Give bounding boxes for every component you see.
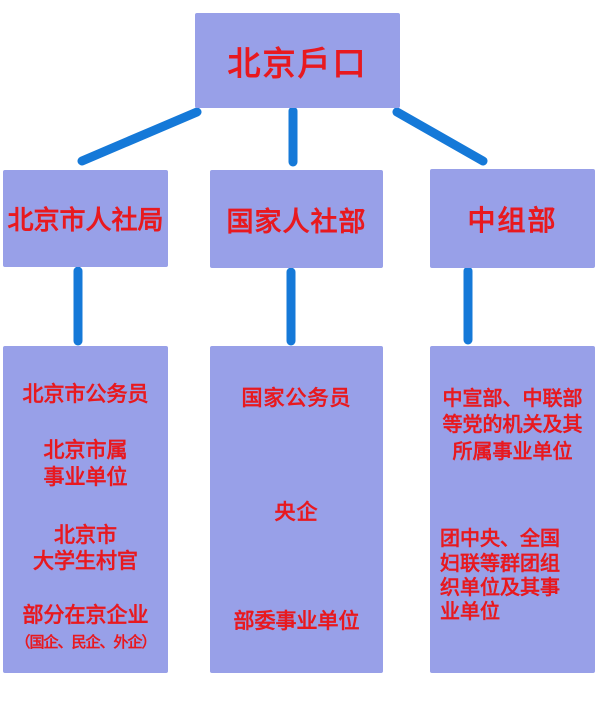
node-beijing-hr-bureau: 北京市人社局: [3, 170, 168, 267]
list-item: 北京市公务员: [22, 383, 149, 406]
node-root-label: 北京戶口: [227, 44, 368, 82]
list-item: 北京市属 事业单位: [43, 439, 128, 489]
node-central-org-dept: 中组部: [430, 169, 595, 268]
list-item: 部委事业单位: [233, 609, 360, 633]
list-item: 央企: [274, 501, 319, 525]
list-item: 团中央、全国 妇联等群团组 织单位及其事 业单位: [440, 528, 560, 624]
node-national-hr-ministry: 国家人社部: [210, 170, 383, 268]
list-item: （国企、民企、外企）: [15, 633, 156, 651]
connector-root-to-right: [392, 107, 488, 166]
list-item: 北京市 大学生村官: [33, 523, 138, 573]
node-root: 北京戶口: [195, 13, 400, 108]
connector-root-to-left: [77, 107, 202, 166]
node-national-hr-ministry-label: 国家人社部: [226, 206, 367, 237]
detail-box-central-org-dept: 中宣部、中联部 等党的机关及其 所属事业单位 团中央、全国 妇联等群团组 织单位…: [430, 346, 595, 673]
list-item: 国家公务员: [241, 387, 352, 410]
list-item: 部分在京企业: [22, 604, 149, 628]
detail-box-beijing-hr-bureau: 北京市公务员 北京市属 事业单位 北京市 大学生村官 部分在京企业 （国企、民企…: [3, 346, 168, 673]
detail-box-national-hr-ministry: 国家公务员 央企 部委事业单位: [210, 346, 383, 673]
node-central-org-dept-label: 中组部: [467, 204, 558, 236]
node-beijing-hr-bureau-label: 北京市人社局: [7, 205, 164, 235]
list-item: 中宣部、中联部 等党的机关及其 所属事业单位: [442, 388, 583, 463]
